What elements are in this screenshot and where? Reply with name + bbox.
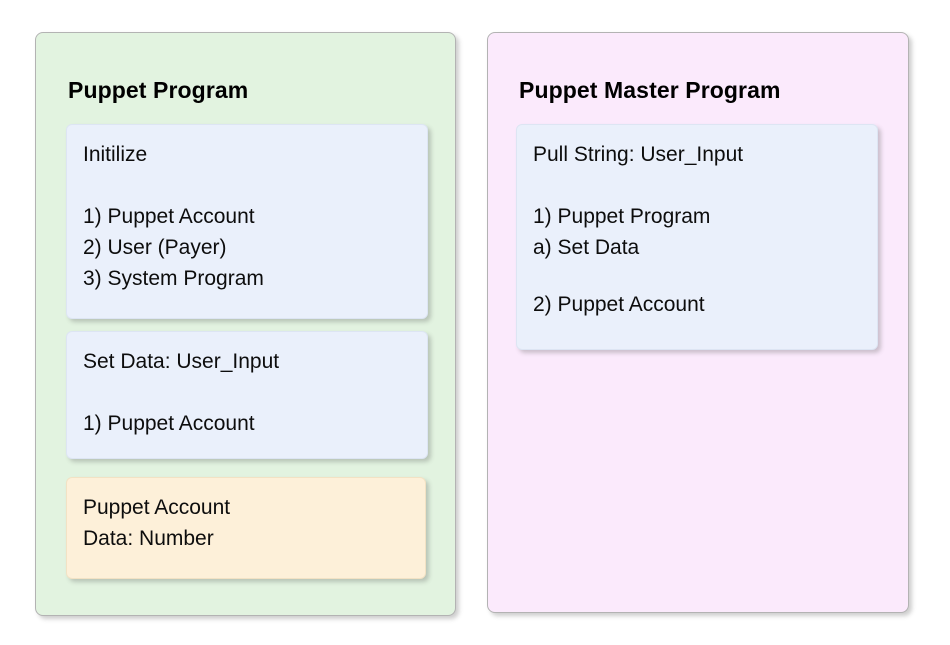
panel-puppet-master-program: Puppet Master Program Pull String: User_…	[487, 32, 909, 613]
spacer	[83, 170, 411, 201]
panel-puppet-program: Puppet Program Initilize 1) Puppet Accou…	[35, 32, 456, 616]
panel-title-puppet-master-program: Puppet Master Program	[519, 77, 781, 103]
card-initilize-heading: Initilize	[83, 143, 148, 166]
card-set-data-item-1: 1) Puppet Account	[83, 412, 255, 435]
card-initilize-item-3: 3) System Program	[83, 267, 264, 290]
card-pull-string-item-1a: a) Set Data	[533, 236, 640, 259]
card-initilize: Initilize 1) Puppet Account 2) User (Pay…	[66, 124, 428, 319]
card-puppet-account-data: Data: Number	[83, 527, 214, 550]
spacer	[83, 377, 411, 408]
card-pull-string-item-1: 1) Puppet Program	[533, 205, 711, 228]
card-initilize-item-1: 1) Puppet Account	[83, 205, 255, 228]
spacer	[533, 263, 861, 289]
card-puppet-account: Puppet Account Data: Number	[66, 477, 426, 579]
card-puppet-account-heading: Puppet Account	[83, 496, 231, 519]
card-initilize-item-2: 2) User (Payer)	[83, 236, 227, 259]
card-pull-string-item-2: 2) Puppet Account	[533, 293, 705, 316]
card-set-data: Set Data: User_Input 1) Puppet Account	[66, 331, 428, 459]
panel-title-puppet-program: Puppet Program	[68, 77, 249, 103]
card-set-data-heading: Set Data: User_Input	[83, 350, 280, 373]
card-pull-string: Pull String: User_Input 1) Puppet Progra…	[516, 124, 878, 350]
card-pull-string-heading: Pull String: User_Input	[533, 143, 744, 166]
spacer	[533, 170, 861, 201]
